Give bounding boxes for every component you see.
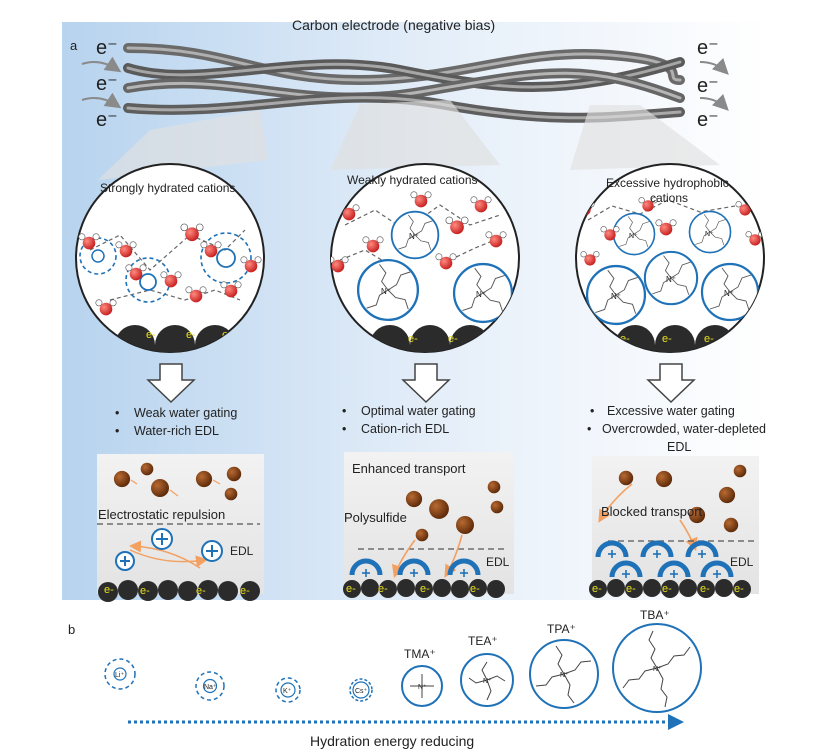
mid-e-2: e- [408,333,418,345]
left-e-2: e- [146,329,156,341]
svg-text:•: • [342,422,346,436]
panel-a-label: a [70,38,78,53]
ion-tea: TEA⁺ N⁺ [460,634,514,707]
electron-left-2: e⁻ [96,73,118,95]
tea-center: N⁺ [483,678,492,685]
hydration-arrow-label: Hydration energy reducing [310,733,474,749]
mid-cation-3: N⁺ [476,290,486,299]
tea-label: TEA⁺ [468,634,498,648]
inset-mid-edl: EDL [486,555,510,569]
inset-left: Electrostatic repulsion EDL e- e- e- e- [97,454,264,602]
inset-left-e-1: e- [104,584,114,596]
bullet-right-cont: EDL [667,440,691,454]
electron-left-1: e⁻ [96,37,118,59]
right-cation-4: N⁺ [666,275,676,284]
ion-tma: TMA⁺ N⁺ [401,647,443,707]
inset-left-e-3: e- [196,585,206,597]
tma-label: TMA⁺ [404,647,436,661]
right-e-3: e- [704,333,714,345]
right-cation-1: N⁺ [629,233,638,240]
ion-k: K⁺ [275,677,301,703]
electron-right-1: e⁻ [697,37,719,59]
inset-mid-e-3: e- [420,583,430,595]
right-cation-2: N⁺ [705,231,714,238]
bullet-mid-2: Cation-rich EDL [361,422,449,436]
inset-left-e-4: e- [240,585,250,597]
inset-mid-e-1: e- [346,583,356,595]
electron-right-3: e⁻ [697,109,719,131]
down-arrows [146,363,696,404]
inset-right-e-3: e- [662,583,672,595]
right-circle-title-1: Excessive hydrophobic [606,176,729,190]
tma-center: N⁺ [418,684,427,691]
inset-right-title: Blocked transport [601,504,703,519]
electrode-title: Carbon electrode (negative bias) [292,17,495,33]
right-e-1: e- [620,333,630,345]
inset-right-edl: EDL [730,555,754,569]
ion-cs-label: Cs⁺ [355,688,368,695]
right-cation-3: N⁺ [611,292,621,301]
tpa-center: N⁺ [560,672,569,679]
ion-tba: TBA⁺ N⁺ [612,608,702,713]
svg-text:•: • [115,424,119,438]
bullets-middle: • Optimal water gating • Cation-rich EDL [342,404,476,436]
ion-li: Li⁺ [104,658,136,690]
circle-weakly-hydrated: e- e- e- e- N⁺ N⁺ N⁺ Weakly hydrated [330,163,520,353]
inset-right-e-4: e- [700,583,710,595]
hydration-arrow [128,714,684,730]
bullet-right-2: Overcrowded, water-depleted [602,422,766,436]
mid-cation-1: N⁺ [409,232,419,241]
svg-text:•: • [587,422,591,436]
inset-mid-label: Polysulfide [344,510,407,525]
bullets-right: • Excessive water gating • Overcrowded, … [587,404,766,454]
inset-middle: Enhanced transport Polysulfide EDL e- e-… [343,452,514,598]
bullet-mid-1: Optimal water gating [361,404,476,418]
svg-text:•: • [590,404,594,418]
left-circle-title: Strongly hydrated cations [100,181,235,195]
electron-left-3: e⁻ [96,109,118,131]
left-e-3: e- [186,329,196,341]
mid-e-3: e- [448,333,458,345]
inset-right-e-5: e- [734,583,744,595]
inset-left-edl: EDL [230,544,254,558]
ion-tpa: TPA⁺ N⁺ [529,622,599,709]
right-cation-5: N⁺ [724,289,734,298]
right-circle-title-2: cations [650,191,688,205]
bullets-left: • Weak water gating • Water-rich EDL [115,406,237,438]
tba-center: N⁺ [653,666,662,673]
ion-li-label: Li⁺ [115,672,124,679]
ion-cs: Cs⁺ [349,678,373,702]
electron-right-2: e⁻ [697,75,719,97]
zoom-wedges [98,100,720,180]
svg-text:•: • [115,406,119,420]
ion-na: Na⁺ [195,671,225,701]
right-e-2: e- [662,333,672,345]
inset-mid-title: Enhanced transport [352,461,466,476]
inset-right: Blocked transport EDL e- e- e- e- e- [589,456,759,598]
inset-right-e-1: e- [592,583,602,595]
bullet-right-1: Excessive water gating [607,404,735,418]
mid-cation-2: N⁺ [381,287,391,296]
inset-left-text: Electrostatic repulsion [98,507,225,522]
panel-b-label: b [68,622,75,637]
inset-left-e-2: e- [140,585,150,597]
bullet-left-1: Weak water gating [134,406,237,420]
inset-right-e-2: e- [626,583,636,595]
inset-mid-e-4: e- [470,583,480,595]
inset-mid-e-2: e- [378,583,388,595]
svg-text:•: • [342,404,346,418]
tpa-label: TPA⁺ [547,622,576,636]
middle-circle-title: Weakly hydrated cations [347,173,478,187]
electrons-left: e⁻ e⁻ e⁻ [81,37,122,131]
ion-k-label: K⁺ [283,688,292,695]
ion-na-label: Na⁺ [204,684,217,691]
tba-label: TBA⁺ [640,608,670,622]
bullet-left-2: Water-rich EDL [134,424,219,438]
electrons-right: e⁻ e⁻ e⁻ [697,37,729,131]
